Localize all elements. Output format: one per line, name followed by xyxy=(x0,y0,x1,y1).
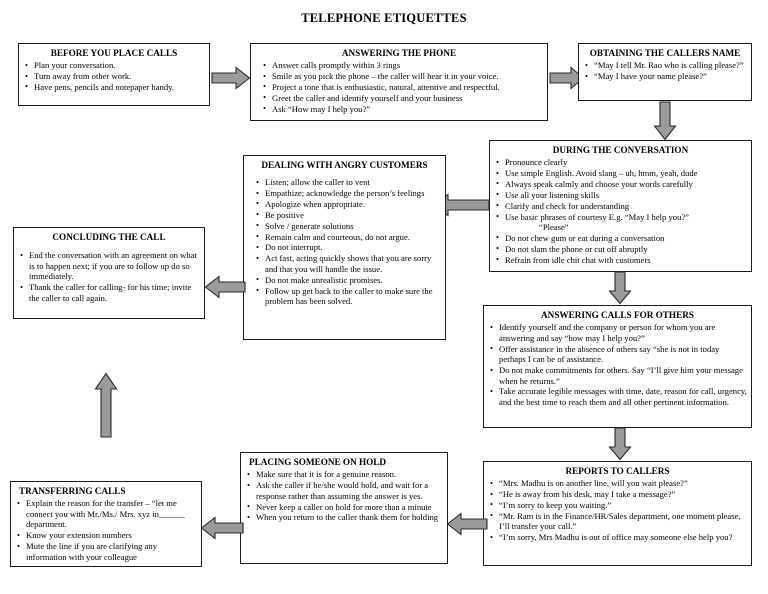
list-item: Know your extension numbers xyxy=(15,530,197,541)
list-item: Do not make unrealistic promises. xyxy=(248,274,441,286)
list-item: Explain the reason for the transfer – “l… xyxy=(15,498,197,530)
box-heading: ANSWERING THE PHONE xyxy=(341,48,457,58)
box-heading: BEFORE YOU PLACE CALLS xyxy=(50,48,178,58)
box-item-list: Explain the reason for the transfer – “l… xyxy=(15,498,197,562)
list-item: Listen; allow the caller to vent xyxy=(248,177,441,188)
list-item: Turn away from other work. xyxy=(23,71,205,82)
box-item-list: Identify yourself and the company or per… xyxy=(488,322,747,407)
list-item: Use simple English. Avoid slang – uh, hm… xyxy=(494,168,747,179)
list-item: Project a tone that is enthusiastic, nat… xyxy=(255,81,543,93)
list-item-text: Use basic phrases of courtesy E.g. “May … xyxy=(505,211,689,222)
box-during-the-conversation[interactable]: DURING THE CONVERSATION Pronounce clearl… xyxy=(489,140,752,272)
box-answering-the-phone[interactable]: ANSWERING THE PHONE Answer calls promptl… xyxy=(250,43,548,121)
list-item: Do not make commitments for others. Say … xyxy=(488,365,747,386)
list-item: Pronounce clearly xyxy=(494,157,747,168)
list-item: Answer calls promptly within 3 rings xyxy=(255,60,543,71)
list-item: Do not interrupt. xyxy=(248,242,441,253)
box-reports-to-callers[interactable]: REPORTS TO CALLERS “Mrs. Madhu is on ano… xyxy=(483,461,752,566)
list-item: “Mr. Ram is in the Finance/HR/Sales depa… xyxy=(488,510,747,532)
arrow-obtaining-to-during xyxy=(653,101,677,141)
list-item: Solve / generate solutions xyxy=(248,220,441,232)
box-item-list: Listen; allow the caller to vent Empathi… xyxy=(248,177,441,306)
list-item: Refrain from idle chit chat with custome… xyxy=(494,254,747,266)
list-item: Do not slam the phone or cut off abruptl… xyxy=(494,243,747,255)
list-item: Always speak calmly and choose your word… xyxy=(494,178,747,190)
list-item: Empathize; acknowledge the person’s feel… xyxy=(248,188,441,199)
box-placing-someone-on-hold[interactable]: PLACING SOMEONE ON HOLD Make sure that i… xyxy=(240,452,448,564)
list-item: End the conversation with an agreement o… xyxy=(18,250,200,282)
box-item-list: Make sure that it is for a genuine reaso… xyxy=(245,469,443,523)
list-item: When you return to the caller thank them… xyxy=(245,512,443,523)
box-item-list: “Mrs. Madhu is on another line, will you… xyxy=(488,478,747,543)
list-item: Take accurate legible messages with time… xyxy=(488,386,747,407)
list-item: “I’m sorry to keep you waiting.” xyxy=(488,499,747,511)
courtesy-subline: “Please” xyxy=(539,222,569,233)
list-item: Ask the caller if he/she would hold, and… xyxy=(245,480,443,501)
box-answering-calls-for-others[interactable]: ANSWERING CALLS FOR OTHERS Identify your… xyxy=(483,305,752,428)
box-item-list: End the conversation with an agreement o… xyxy=(18,250,200,303)
page-title: TELEPHONE ETIQUETTES xyxy=(301,11,467,25)
list-item: Use all your listening skills xyxy=(494,189,747,201)
list-item: Act fast, acting quickly shows that you … xyxy=(248,253,441,274)
list-item: Clarify and check for understanding xyxy=(494,200,747,212)
arrow-before-to-answering xyxy=(211,66,251,90)
list-item: Greet the caller and identify yourself a… xyxy=(255,92,543,104)
list-item: Mute the line if you are clarifying any … xyxy=(15,541,197,562)
list-item: Plan your conversation. xyxy=(23,60,205,71)
list-item: Never keep a caller on hold for more tha… xyxy=(245,501,443,513)
box-heading: DURING THE CONVERSATION xyxy=(552,145,689,155)
list-item: Smile as you pick the phone – the caller… xyxy=(255,71,543,82)
list-item: Ask “How may I help you?” xyxy=(255,103,543,115)
list-item: Use basic phrases of courtesy E.g. “May … xyxy=(494,211,747,233)
list-item: “I’m sorry, Mrs Madhu is out of office m… xyxy=(488,532,747,543)
box-item-list: Plan your conversation. Turn away from o… xyxy=(23,60,205,92)
list-item: “Mrs. Madhu is on another line, will you… xyxy=(488,478,747,489)
box-heading: PLACING SOMEONE ON HOLD xyxy=(249,457,387,467)
box-obtaining-the-callers-name[interactable]: OBTAINING THE CALLERS NAME “May I tell M… xyxy=(578,43,752,101)
list-item: Offer assistance in the absence of other… xyxy=(488,343,747,365)
box-item-list: “May I tell Mr. Rao who is calling pleas… xyxy=(583,60,747,81)
list-item: Thank the caller for calling- for his ti… xyxy=(18,282,200,303)
box-heading: OBTAINING THE CALLERS NAME xyxy=(589,48,741,58)
arrow-answering-others-to-reports xyxy=(608,427,632,461)
box-heading: TRANSFERRING CALLS xyxy=(19,486,126,496)
box-heading: REPORTS TO CALLERS xyxy=(565,466,670,476)
list-item: Remain calm and courteous, do not argue. xyxy=(248,231,441,243)
arrow-hold-to-transferring xyxy=(200,516,244,540)
box-item-list: Answer calls promptly within 3 rings Smi… xyxy=(255,60,543,114)
arrow-during-to-answering-others xyxy=(608,271,632,305)
box-item-list: Pronounce clearly Use simple English. Av… xyxy=(494,157,747,265)
list-item: “He is away from his desk, may I take a … xyxy=(488,489,747,500)
list-item: Do not chew gum or eat during a conversa… xyxy=(494,232,747,244)
box-heading: CONCLUDING THE CALL xyxy=(52,232,166,242)
list-item: Follow up get back to the caller to make… xyxy=(248,285,441,307)
box-transferring-calls[interactable]: TRANSFERRING CALLS Explain the reason fo… xyxy=(10,481,202,567)
box-concluding-the-call[interactable]: CONCLUDING THE CALL End the conversation… xyxy=(13,227,205,319)
arrow-answering-to-obtaining xyxy=(549,66,585,90)
arrow-concluding-up xyxy=(94,372,118,438)
list-item: Identify yourself and the company or per… xyxy=(488,322,747,343)
list-item: Have pens, pencils and notepaper handy. xyxy=(23,81,205,93)
box-heading: DEALING WITH ANGRY CUSTOMERS xyxy=(261,160,428,170)
list-item: “May I tell Mr. Rao who is calling pleas… xyxy=(583,60,747,71)
list-item: Be positive xyxy=(248,209,441,221)
arrow-angry-to-concluding xyxy=(204,275,246,299)
box-dealing-with-angry-customers[interactable]: DEALING WITH ANGRY CUSTOMERS Listen; all… xyxy=(243,155,446,340)
box-heading: ANSWERING CALLS FOR OTHERS xyxy=(541,310,694,320)
arrow-reports-to-hold xyxy=(446,512,488,536)
box-before-you-place-calls[interactable]: BEFORE YOU PLACE CALLS Plan your convers… xyxy=(18,43,210,106)
list-item: Make sure that it is for a genuine reaso… xyxy=(245,469,443,480)
list-item: Apologize when appropriate. xyxy=(248,198,441,210)
list-item: “May I have your name please?” xyxy=(583,71,747,82)
